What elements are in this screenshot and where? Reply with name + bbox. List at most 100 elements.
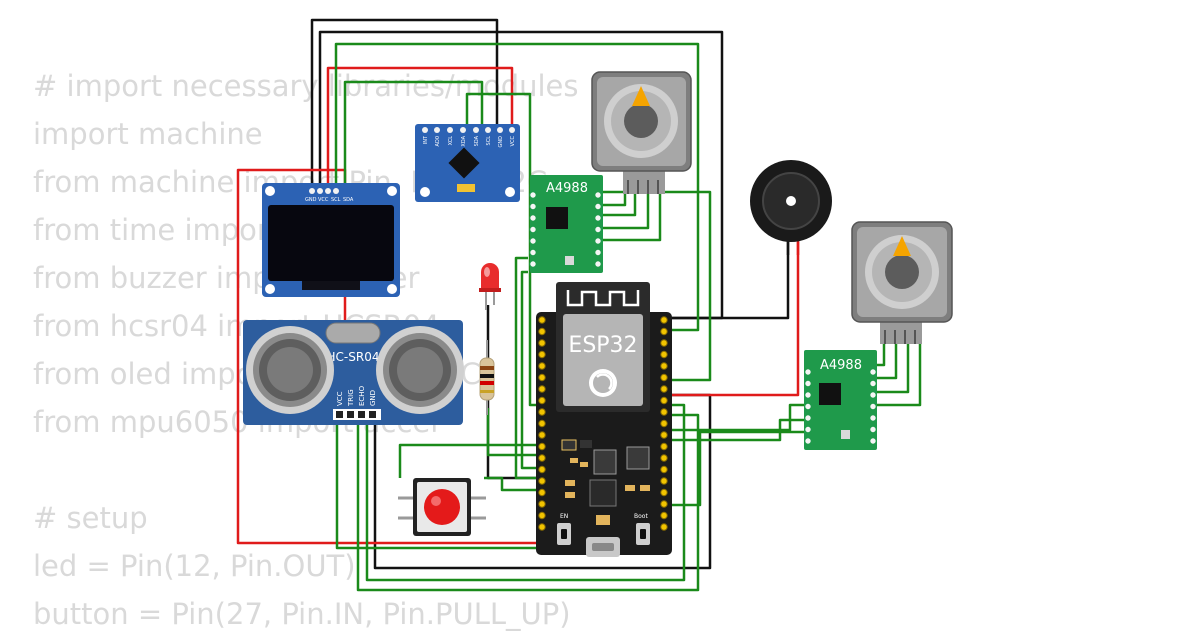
- oled-pin: [309, 188, 315, 194]
- header-pin: [804, 402, 812, 411]
- wire-green: [598, 192, 637, 217]
- header-pin: [594, 260, 602, 268]
- ultrasonic-pin-label: ECHO: [358, 385, 366, 406]
- oled-screen: [268, 205, 394, 281]
- header-pin: [660, 454, 668, 462]
- wire-green: [875, 342, 910, 394]
- mounting-hole: [387, 186, 397, 196]
- esp32-board: ESP32 EN Boot: [536, 282, 672, 557]
- wire-green: [465, 92, 540, 407]
- red-led: [479, 263, 501, 310]
- header-pin: [538, 431, 546, 439]
- header-pin: [660, 431, 668, 439]
- header-pin: [660, 350, 668, 359]
- header-pin: [869, 425, 877, 434]
- header-pin: [804, 368, 812, 376]
- header-pin: [538, 523, 546, 531]
- push-button[interactable]: [398, 478, 486, 536]
- mounting-hole: [420, 187, 430, 197]
- stepper-direction-arrow: [632, 86, 650, 106]
- driver-trimpot: [565, 256, 574, 265]
- header-pin: [538, 442, 546, 451]
- header-pin: [538, 511, 546, 520]
- header-pin: [660, 339, 668, 347]
- code-line: button = Pin(27, Pin.IN, Pin.PULL_UP): [33, 597, 571, 631]
- header-pin: [538, 339, 546, 347]
- code-line: # setup: [33, 501, 148, 535]
- buzzer-hole: [786, 196, 796, 206]
- header-pin: [538, 316, 546, 324]
- header-pin: [538, 465, 546, 474]
- mpu-pin-label: GND: [498, 136, 504, 148]
- header-pin: [660, 511, 668, 520]
- en-label: EN: [560, 513, 568, 520]
- ultrasonic-label: HC-SR04: [327, 350, 380, 364]
- resistor-body: [479, 357, 495, 401]
- mpu-chip: [448, 147, 480, 179]
- oled-flex: [302, 281, 360, 290]
- oled-pin-label: SDA: [343, 197, 354, 203]
- header-pin: [804, 425, 812, 434]
- header-pin: [660, 373, 668, 382]
- mpu-pin-label: INT: [423, 135, 429, 144]
- ultrasonic-pin-label: TRIG: [347, 389, 355, 407]
- oled-pin: [325, 188, 331, 194]
- wire-green: [875, 342, 898, 380]
- oled-pin: [333, 188, 339, 194]
- esp32-can: [563, 314, 643, 406]
- header-pin: [538, 419, 546, 428]
- ultrasonic-header: [333, 409, 381, 420]
- stepper-shaft: [624, 104, 658, 138]
- mounting-hole: [387, 284, 397, 294]
- header-pin: [594, 237, 602, 245]
- wire-green: [356, 413, 700, 592]
- esp32-pin-header-left: [538, 316, 546, 531]
- header-pin: [538, 408, 546, 416]
- header-pin: [869, 368, 877, 376]
- header-pin: [594, 214, 602, 222]
- ultrasonic-pin-label: VCC: [336, 391, 344, 406]
- led-lens: [481, 263, 499, 290]
- mpu6050-module: INT AD0 XCL XDA SDA SCL GND VCC: [415, 124, 520, 202]
- header-pin: [660, 327, 668, 336]
- oled-display: GND VCC SCL SDA: [262, 183, 400, 297]
- wire-green: [664, 418, 808, 442]
- header-pin: [538, 350, 546, 359]
- header-pin: [660, 477, 668, 485]
- oled-pin-label: GND: [305, 197, 317, 203]
- wire-green: [664, 403, 808, 432]
- wire-green: [598, 192, 650, 230]
- driver-chip: [546, 207, 568, 229]
- header-pin: [529, 237, 537, 245]
- header-pin: [660, 523, 668, 531]
- header-pin: [869, 437, 877, 445]
- ultrasonic-sensor: HC-SR04 VCC TRIG ECHO GND: [243, 320, 464, 425]
- piezo-buzzer: [750, 160, 832, 255]
- header-pin: [529, 191, 537, 199]
- mpu-pins: [422, 127, 515, 133]
- button-cap[interactable]: [424, 489, 460, 525]
- mounting-hole: [505, 187, 515, 197]
- header-pin: [529, 225, 537, 234]
- wire-green: [365, 403, 686, 582]
- stepper-motor-1: [591, 71, 692, 194]
- wire-green: [484, 476, 540, 492]
- header-pin: [594, 248, 602, 257]
- esp32-label: ESP32: [568, 333, 637, 358]
- wire-black: [310, 18, 499, 190]
- header-pin: [538, 327, 546, 336]
- esp32-pin-header-right: [660, 316, 668, 531]
- header-pin: [529, 202, 537, 211]
- header-pin: [660, 396, 668, 405]
- stepper-driver-1: A4988: [529, 175, 603, 273]
- esp32-smd-parts: [561, 439, 650, 525]
- oled-pin-label: VCC: [318, 197, 329, 203]
- header-pin: [804, 414, 812, 422]
- header-pin: [529, 248, 537, 257]
- header-pin: [660, 385, 668, 393]
- wire-green: [598, 192, 662, 242]
- header-pin: [594, 225, 602, 234]
- mpu-pin-label: XCL: [448, 136, 454, 146]
- header-pin: [869, 414, 877, 422]
